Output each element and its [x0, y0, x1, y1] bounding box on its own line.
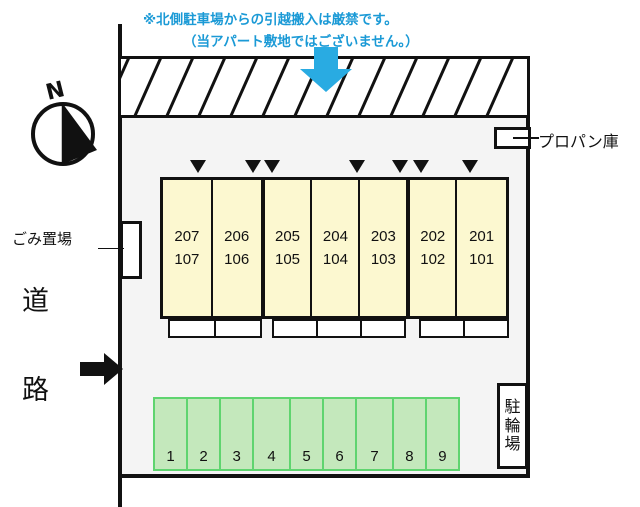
- unit-lower-number: 104: [322, 251, 348, 268]
- garbage-area-box: [120, 221, 142, 279]
- unit-204-104[interactable]: 204 104: [312, 180, 361, 316]
- unit-upper-number: 206: [224, 227, 250, 245]
- road-label-char-2: 路: [22, 375, 51, 406]
- unit-upper-number: 201: [469, 227, 495, 245]
- unit-205-105[interactable]: 205 105: [264, 180, 313, 316]
- unit-marker-triangle: [392, 160, 408, 173]
- balcony-cell: [318, 321, 362, 336]
- parking-stall-5[interactable]: 5: [291, 399, 325, 469]
- balcony-group-left: [168, 319, 262, 338]
- parking-stall-9[interactable]: 9: [438, 448, 447, 465]
- bicycle-parking-char-3: 場: [504, 434, 521, 454]
- compass-rose-icon: N: [18, 77, 104, 170]
- balcony-cell: [170, 321, 216, 336]
- unit-marker-triangle: [264, 160, 280, 173]
- bicycle-parking-char-1: 駐: [504, 396, 521, 416]
- unit-marker-triangle: [349, 160, 365, 173]
- garbage-leader-line: [98, 248, 124, 249]
- unit-201-101[interactable]: 201 101: [457, 180, 506, 316]
- unit-203-103[interactable]: 203 103: [360, 180, 411, 316]
- unit-lower-number: 105: [275, 251, 301, 268]
- propane-storage-label: プロパン庫: [538, 132, 619, 151]
- parking-stall-3[interactable]: 3: [221, 399, 255, 469]
- compass-north-label: N: [43, 78, 67, 106]
- balcony-cell: [421, 321, 465, 336]
- bicycle-parking-box: 駐 輪 場: [497, 383, 528, 469]
- balcony-cell: [274, 321, 318, 336]
- unit-marker-triangle: [462, 160, 478, 173]
- unit-207-107[interactable]: 207 107: [163, 180, 213, 316]
- unit-marker-triangle: [190, 160, 206, 173]
- entry-arrow-icon: [80, 352, 124, 386]
- propane-leader-line: [513, 137, 539, 139]
- notice-line-1: ※北側駐車場からの引越搬入は厳禁です。: [143, 12, 398, 28]
- notice-line-2: （当アパート敷地ではございません。）: [183, 34, 419, 50]
- blue-down-arrow-icon: [299, 47, 353, 93]
- unit-lower-number: 103: [370, 251, 396, 268]
- unit-lower-number: 107: [174, 251, 200, 268]
- unit-upper-number: 207: [174, 227, 200, 245]
- balcony-cell: [465, 321, 507, 336]
- bicycle-parking-char-2: 輪: [504, 415, 521, 435]
- balcony-cell: [216, 321, 260, 336]
- unit-marker-triangle: [245, 160, 261, 173]
- parking-stall-7[interactable]: 7: [357, 399, 394, 469]
- unit-upper-number: 204: [322, 227, 348, 245]
- unit-upper-number: 205: [275, 227, 301, 245]
- parking-stall-1[interactable]: 1: [155, 399, 189, 469]
- unit-206-106[interactable]: 206 106: [212, 180, 265, 316]
- unit-marker-triangle: [413, 160, 429, 173]
- balcony-group-center: [272, 319, 406, 338]
- balcony-cell: [362, 321, 404, 336]
- unit-lower-number: 102: [420, 251, 446, 268]
- unit-upper-number: 202: [420, 227, 446, 245]
- parking-stalls: 1 2 3 4 5 6 7 8 9: [153, 397, 460, 471]
- parking-stall-4[interactable]: 4: [254, 399, 291, 469]
- road-label-char-1: 道: [22, 286, 51, 317]
- apartment-building: 207 107 206 106 205 105 204 104 203 103 …: [160, 177, 509, 319]
- balcony-group-right: [419, 319, 509, 338]
- unit-lower-number: 101: [469, 251, 495, 268]
- road-label: 道 路: [22, 288, 51, 404]
- unit-lower-number: 106: [224, 251, 250, 268]
- garbage-area-label: ごみ置場: [12, 230, 73, 248]
- parking-stall-2[interactable]: 2: [188, 399, 222, 469]
- parking-stall-8[interactable]: 8: [394, 399, 427, 469]
- unit-202-102[interactable]: 202 102: [410, 180, 458, 316]
- parking-stall-6[interactable]: 6: [324, 399, 358, 469]
- unit-upper-number: 203: [370, 227, 396, 245]
